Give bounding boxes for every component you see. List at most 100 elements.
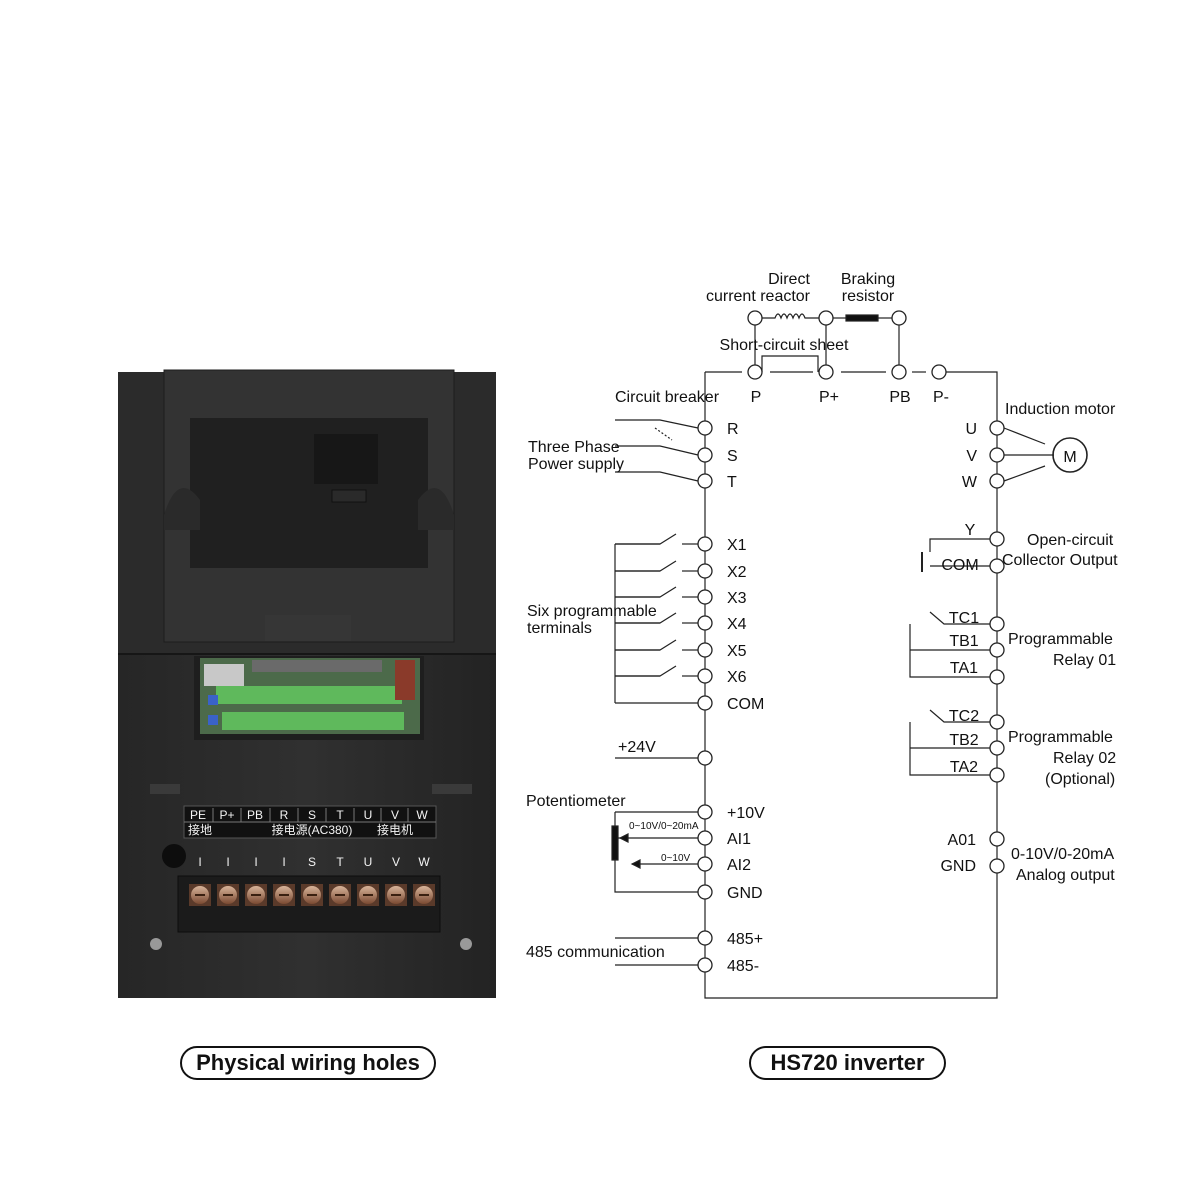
input-switch-1: [615, 560, 677, 572]
breaker-s: [615, 445, 699, 456]
label-relay1-1: TB1: [949, 633, 978, 650]
label-motor-v: V: [966, 448, 977, 465]
right-clip: [418, 488, 454, 530]
strip-sub-motor: 接电机: [377, 822, 413, 837]
label-collector-com: COM: [941, 557, 978, 574]
motor-symbol: [1052, 437, 1088, 473]
terminal-collector-com: [989, 558, 1005, 574]
relay1-common: [909, 624, 990, 678]
label-direct: Direct: [768, 271, 810, 288]
ai1-arrow: [618, 833, 629, 843]
label-aout-1: GND: [940, 858, 976, 875]
faint-letter: I: [198, 855, 201, 869]
label-short-circuit: Short-circuit sheet: [720, 337, 849, 354]
terminal-relay2-2: [989, 767, 1005, 783]
strip-label-pe: PE: [190, 808, 206, 822]
terminal-24v: [697, 750, 713, 766]
terminal-r: [697, 420, 713, 436]
potentiometer-symbol: [611, 825, 619, 861]
label-analog-in-3: GND: [727, 885, 763, 902]
label-input-x4: X4: [727, 616, 747, 633]
bottom-screw-left: [150, 938, 162, 950]
terminal-relay2-0: [989, 714, 1005, 730]
resistor-node: [891, 310, 907, 326]
input-switch-4: [615, 639, 677, 651]
mount-slot-left: [150, 784, 180, 794]
strip-bottom-labels: 接地接电源(AC380)接电机: [188, 822, 413, 837]
label-relay1-0: TC1: [949, 610, 979, 627]
wire-u: [1003, 427, 1046, 445]
terminal-s: [697, 447, 713, 463]
caption-right: HS720 inverter: [749, 1046, 946, 1080]
breaker-link: [654, 427, 673, 441]
label-six-programmable: Six programmable: [527, 603, 657, 620]
strip-label-w: W: [416, 808, 428, 822]
label-top-terminal-2: PB: [889, 389, 910, 406]
cable-hole: [162, 844, 186, 868]
label-terminals: terminals: [527, 620, 592, 637]
label-braking: Braking: [841, 271, 895, 288]
ai2-arrow: [630, 859, 641, 869]
strip-label-r: R: [280, 808, 289, 822]
board-header: [252, 660, 382, 672]
terminal-pb: [891, 364, 907, 380]
label-circuit-breaker: Circuit breaker: [615, 389, 720, 406]
faint-letter: S: [308, 855, 316, 869]
terminal-pminus: [931, 364, 947, 380]
relay-component: [395, 660, 415, 700]
label-aout-0: A01: [948, 832, 977, 849]
faint-letter: T: [336, 855, 344, 869]
label-pot-range-1: 0~10V/0~20mA: [629, 821, 699, 832]
label-analog-range: 0-10V/0-20mA: [1011, 846, 1114, 863]
label-power-supply: Power supply: [528, 456, 624, 473]
latch-tab: [265, 615, 351, 641]
label-input-x3: X3: [727, 590, 747, 607]
faint-letter: W: [418, 855, 430, 869]
faint-letter: I: [254, 855, 257, 869]
terminal-block-top: [216, 686, 402, 704]
input-switch-5: [615, 665, 677, 677]
terminal-relay2-1: [989, 740, 1005, 756]
faint-letter: U: [364, 855, 373, 869]
label-pot-range-2: 0~10V: [661, 853, 691, 864]
label-relay-01: Relay 01: [1053, 652, 1116, 669]
keypad-connector: [314, 434, 378, 484]
terminal-input-6: [697, 695, 713, 711]
label-induction-motor: Induction motor: [1005, 401, 1116, 418]
terminal-motor-2: [989, 473, 1005, 489]
label-motor-m: M: [1063, 449, 1076, 466]
terminal-analog-in-1: [697, 830, 713, 846]
label-relay1-2: TA1: [950, 660, 978, 677]
terminal-p: [747, 364, 763, 380]
strip-label-v: V: [391, 808, 399, 822]
terminal-485p: [697, 930, 713, 946]
input-switch-3: [615, 612, 677, 624]
terminal-input-4: [697, 642, 713, 658]
power-terminal-screws: [189, 884, 435, 906]
terminal-block-bottom: [222, 712, 404, 730]
label-analog-output: Analog output: [1016, 867, 1115, 884]
label-analog-in-1: AI1: [727, 831, 751, 848]
label-analog-in-2: AI2: [727, 857, 751, 874]
label-24v: +24V: [618, 739, 656, 756]
relay2-tc: [929, 709, 990, 723]
keypad-recess: [190, 418, 428, 568]
terminal-input-5: [697, 668, 713, 684]
label-potentiometer: Potentiometer: [526, 793, 626, 810]
terminal-input-3: [697, 615, 713, 631]
label-input-x6: X6: [727, 669, 747, 686]
terminal-485n: [697, 957, 713, 973]
dip-switch-1: [208, 695, 218, 705]
caption-left: Physical wiring holes: [180, 1046, 436, 1080]
breaker-t: [615, 471, 699, 482]
terminal-y: [989, 531, 1005, 547]
label-resistor: resistor: [842, 288, 895, 305]
label-top-terminal-3: P-: [933, 389, 949, 406]
terminal-input-1: [697, 563, 713, 579]
braking-resistor-symbol: [845, 314, 879, 322]
label-programmable-1: Programmable: [1008, 631, 1113, 648]
relay2-common: [909, 722, 990, 776]
